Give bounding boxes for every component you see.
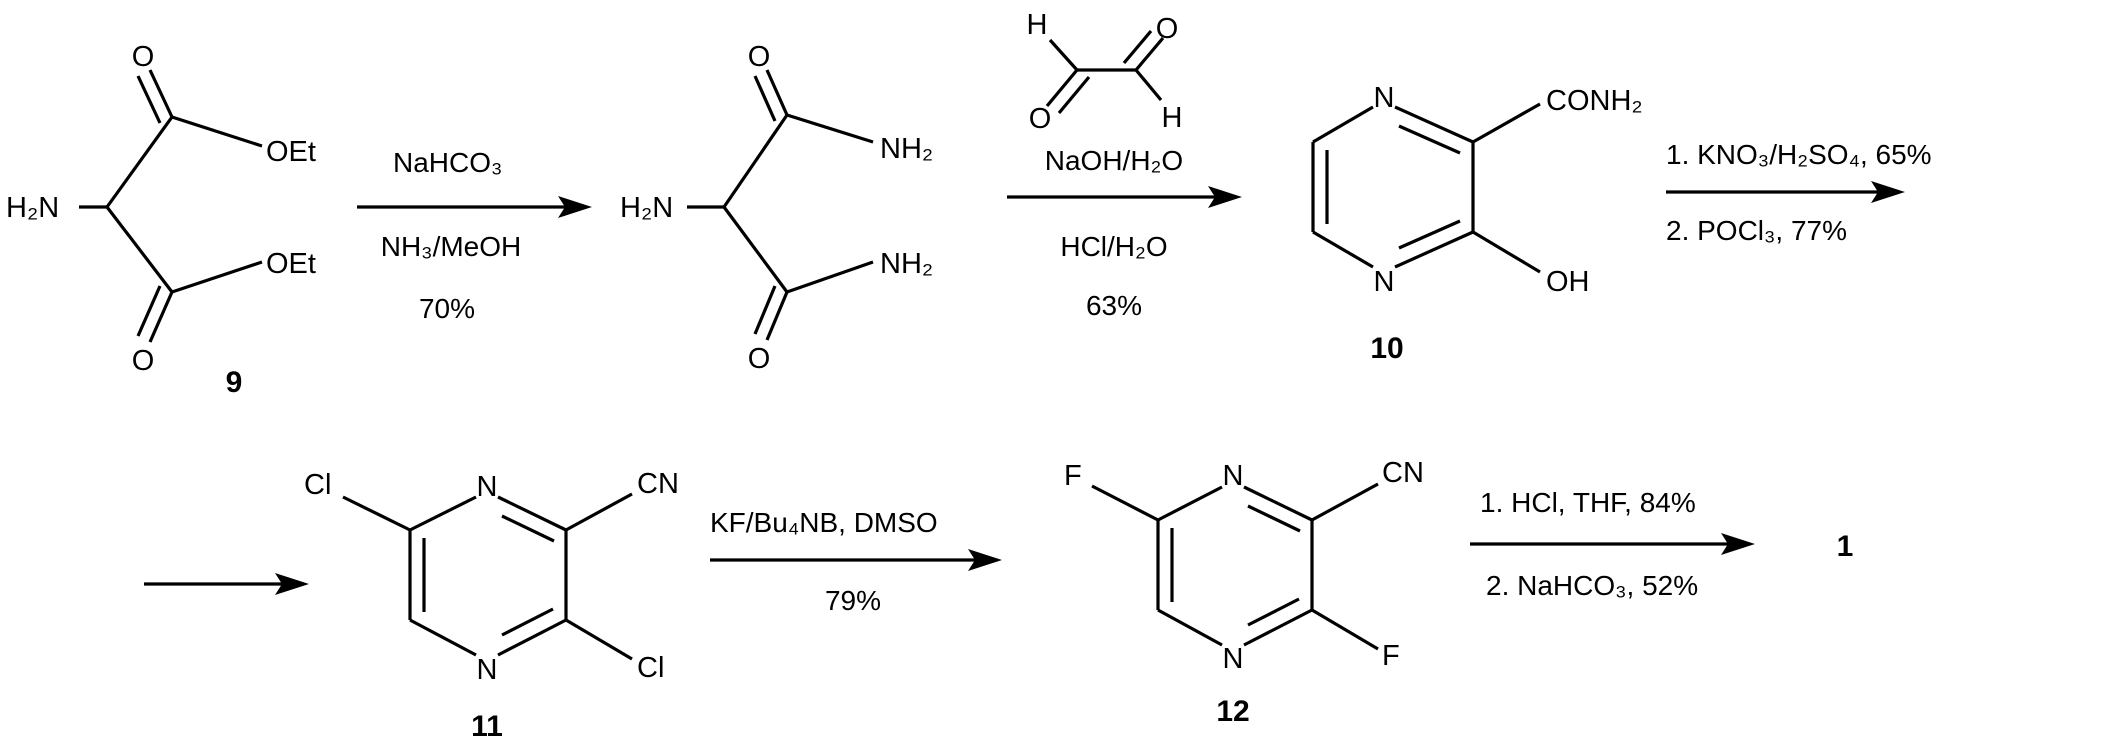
yield-label: 70% [419, 293, 475, 324]
atom-label: N [1223, 643, 1244, 675]
reagent-label: NaOH/H₂O [1045, 145, 1183, 176]
atom-label: Cl [304, 469, 331, 501]
compound-number: 12 [1216, 695, 1249, 728]
atom-label: CN [1382, 457, 1424, 489]
atom-label: O [748, 343, 771, 375]
reaction-arrow [1470, 533, 1755, 555]
compound-number: 10 [1370, 332, 1403, 365]
atom-label: Cl [637, 652, 664, 684]
atom-label: H [1162, 102, 1183, 134]
atom-label: H₂N [6, 192, 59, 224]
conditions-label: NH₃/MeOH [381, 231, 522, 262]
atom-label: N [477, 471, 498, 503]
reaction-arrow [1007, 186, 1242, 208]
reagent-label: 2. NaHCO₃, 52% [1486, 570, 1698, 601]
compound-number: 9 [226, 366, 243, 399]
reagent-label: KF/Bu₄NB, DMSO [710, 507, 938, 538]
atom-label: F [1382, 640, 1400, 672]
atom-label: NH₂ [880, 248, 933, 280]
compound-number: 1 [1837, 530, 1854, 563]
atom-label: F [1064, 460, 1082, 492]
yield-label: 79% [825, 585, 881, 616]
atom-label: H₂N [620, 192, 673, 224]
atom-label: N [1223, 460, 1244, 492]
atom-label: N [1374, 82, 1395, 114]
atom-label: O [1156, 13, 1179, 45]
atom-label: N [477, 654, 498, 686]
glyoxal-structure: H O O H [1027, 9, 1183, 135]
compound-10-structure: N N CONH₂ OH [1311, 82, 1643, 298]
compound-12-structure: N N F CN F [1064, 457, 1424, 675]
reaction-arrow [1666, 181, 1905, 203]
aminomalonamide-structure: O NH₂ H₂N NH₂ O [620, 41, 933, 375]
atom-label: O [132, 345, 155, 377]
yield-label: 63% [1086, 290, 1142, 321]
reagent-label: 1. KNO₃/H₂SO₄, 65% [1666, 139, 1932, 170]
atom-label: OH [1546, 266, 1590, 298]
atom-label: OEt [266, 136, 316, 168]
atom-label: H [1027, 9, 1048, 41]
atom-label: OEt [266, 248, 316, 280]
conditions-label: HCl/H₂O [1060, 231, 1167, 262]
reagent-label: 2. POCl₃, 77% [1666, 215, 1847, 246]
compound-number: 11 [471, 710, 503, 743]
atom-label: CN [637, 468, 679, 500]
compound-9-structure: O OEt H₂N OEt O [6, 41, 316, 377]
atom-label: O [748, 41, 771, 73]
atom-label: O [132, 41, 155, 73]
reaction-arrow [357, 196, 592, 218]
atom-label: N [1374, 266, 1395, 298]
compound-11-structure: N N Cl CN Cl [304, 468, 679, 686]
atom-label: O [1029, 103, 1052, 135]
atom-label: NH₂ [880, 133, 933, 165]
reaction-arrow [710, 549, 1002, 571]
reagent-label: NaHCO₃ [393, 147, 502, 178]
reaction-arrow [144, 573, 309, 595]
atom-label: CONH₂ [1546, 85, 1643, 117]
reagent-label: 1. HCl, THF, 84% [1480, 487, 1696, 518]
